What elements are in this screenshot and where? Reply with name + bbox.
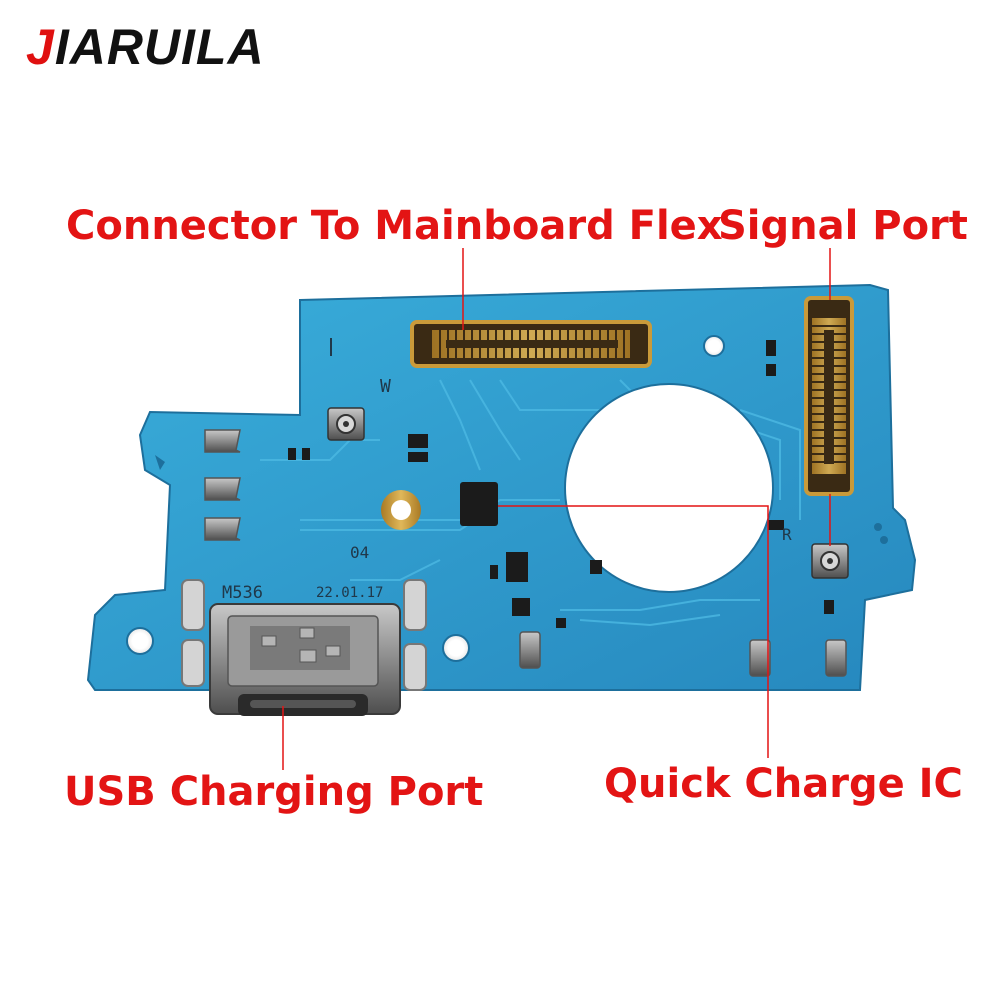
silkscreen-w: W	[380, 376, 391, 397]
mount-hole-left	[126, 627, 154, 655]
label-usb-charging-port: USB Charging Port	[64, 769, 484, 815]
connector-mainboard-flex	[410, 320, 652, 368]
label-quick-charge-ic: Quick Charge IC	[604, 761, 963, 807]
brand-logo-rest: IARUILA	[54, 19, 265, 75]
usb-charging-port	[181, 579, 427, 716]
mount-hole-mid	[442, 634, 470, 662]
pcb-board	[86, 283, 917, 691]
board-center-hole	[564, 383, 774, 593]
connector-signal-port	[804, 296, 854, 496]
mount-hole-top	[703, 335, 725, 357]
silkscreen-date: 22.01.17	[316, 585, 383, 601]
silkscreen-model: M536	[222, 583, 263, 603]
smd-components	[288, 340, 834, 628]
contact-pads	[204, 429, 847, 677]
label-connector-mainboard-flex: Connector To Mainboard Flex	[66, 203, 723, 249]
brand-logo-first: J	[26, 19, 55, 75]
coax-socket-r	[811, 543, 849, 579]
silkscreen-rev: 04	[350, 543, 369, 562]
quick-charge-ic-chip	[460, 482, 498, 526]
brand-logo: JIARUILA	[26, 22, 265, 72]
coax-socket-w	[327, 407, 365, 441]
callout-lines	[282, 248, 831, 770]
silkscreen-r: R	[782, 525, 792, 544]
label-signal-port: Signal Port	[718, 203, 968, 249]
